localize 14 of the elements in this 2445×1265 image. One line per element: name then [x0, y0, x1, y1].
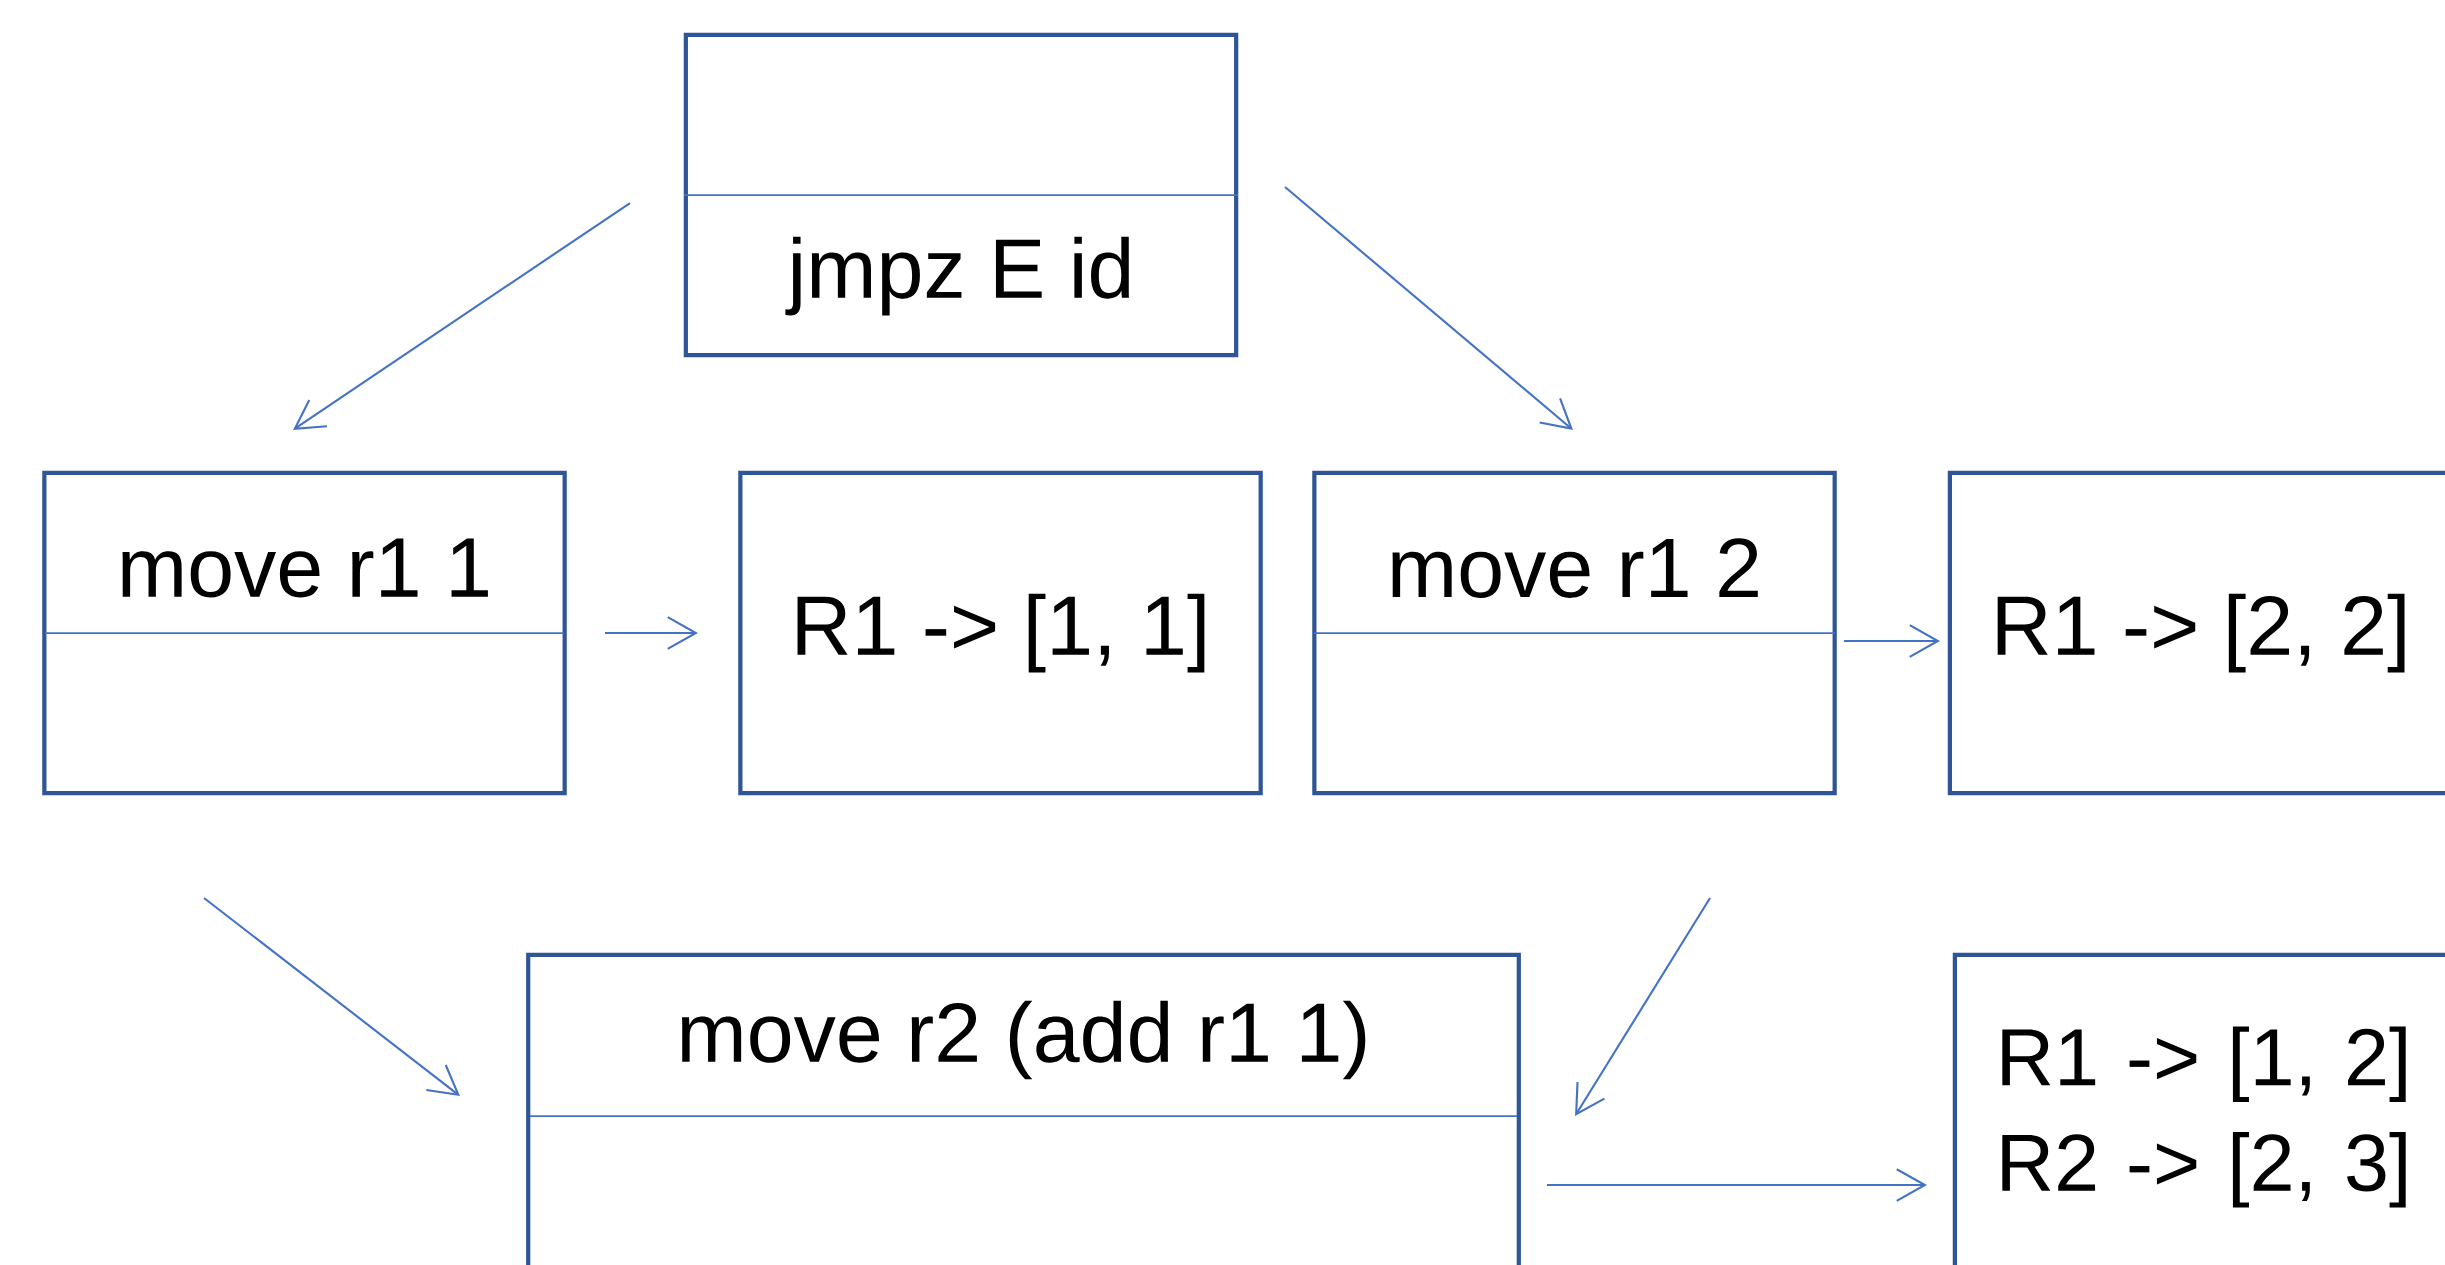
arrow [293, 202, 631, 431]
split-box: move r1 2 [1312, 470, 1837, 796]
process-box: R1 -> [1, 2] R2 -> [2, 3] [1952, 952, 2445, 1265]
split-box: jmpz E id [683, 32, 1239, 358]
arrow [605, 616, 698, 650]
process-box: R1 -> [1, 1] [738, 470, 1263, 796]
arrow [1844, 624, 1941, 658]
split-box: move r1 1 [42, 470, 567, 796]
arrow [1575, 897, 1711, 1116]
arrow [1547, 1168, 1928, 1202]
process-box: R1 -> [2, 2] [1947, 470, 2445, 796]
arrow [1284, 186, 1574, 431]
split-box: move r2 (add r1 1) [526, 952, 1521, 1265]
arrow [203, 897, 460, 1097]
